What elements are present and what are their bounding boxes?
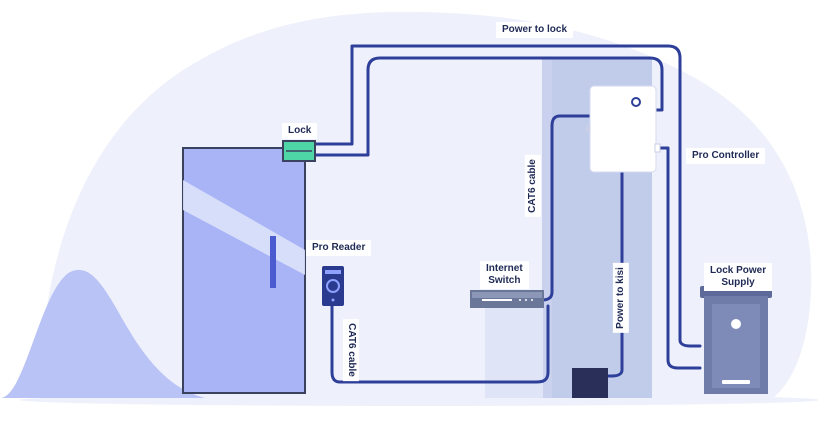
decor-hill — [0, 269, 205, 398]
cables — [313, 44, 702, 384]
label-pro-controller: Pro Controller — [686, 148, 766, 164]
pro-reader-ring — [326, 279, 340, 293]
label-lock-power-supply: Lock Power Supply — [704, 263, 773, 291]
cable-lock-to-controller — [313, 56, 664, 157]
pro-controller-port-left — [586, 126, 590, 132]
door — [182, 147, 306, 394]
internet-switch-face — [472, 292, 542, 298]
cable-power-to-lock — [313, 44, 702, 348]
lock-power-supply-panel — [712, 304, 760, 388]
cable-controller-to-psu — [654, 146, 702, 370]
pro-reader-top-strip — [325, 270, 341, 274]
switch-led-2 — [525, 299, 527, 301]
background-blob — [40, 11, 812, 401]
lock-power-supply-indicator — [731, 319, 741, 329]
pro-reader-dot — [331, 298, 335, 302]
label-pro-reader: Pro Reader — [306, 240, 372, 256]
label-cat6-cable-vertical-top: CAT6 cable — [524, 155, 541, 217]
label-power-to-kisi: Power to kisi — [612, 263, 629, 333]
cable-cat6-switch-reader — [330, 300, 550, 384]
label-internet-switch: Internet Switch — [480, 261, 529, 289]
label-power-to-lock: Power to lock — [496, 22, 574, 38]
switch-led-3 — [531, 299, 533, 301]
door-handle — [270, 236, 276, 288]
pro-controller-device — [589, 85, 657, 173]
cable-cat6-controller-switch — [540, 114, 592, 302]
label-lock: Lock — [282, 123, 318, 139]
pro-controller-logo — [631, 97, 641, 107]
pro-controller-port-right — [654, 143, 661, 153]
cable-power-to-kisi — [602, 168, 624, 378]
lock-power-supply-slot — [722, 380, 750, 384]
pro-reader-device — [322, 266, 344, 306]
kisi-power-box — [572, 368, 608, 398]
switch-led-1 — [519, 299, 521, 301]
label-cat6-cable-vertical-bottom: CAT6 cable — [342, 319, 359, 381]
